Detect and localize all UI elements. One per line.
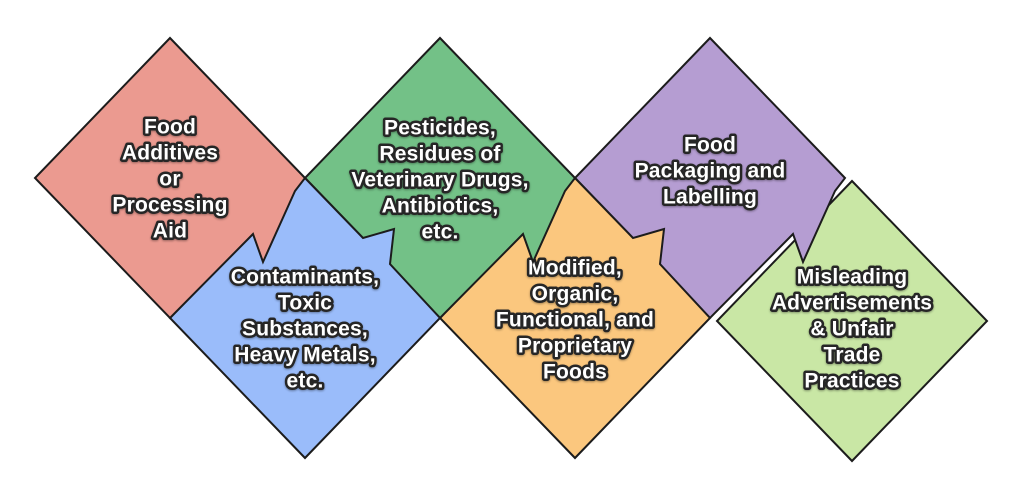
modified-foods-label-line: Proprietary (518, 335, 632, 358)
modified-foods-label-line: Functional, and (496, 309, 654, 332)
modified-foods-label-line: Organic, (532, 283, 619, 306)
contaminants-label-line: Heavy Metals, (234, 344, 376, 367)
pesticides-residues-label-line: Antibiotics, (382, 195, 499, 218)
contaminants-label-line: etc. (287, 370, 324, 393)
pesticides-residues-label-line: Veterinary Drugs, (351, 169, 528, 192)
food-additives-label-line: Food (144, 116, 196, 139)
misleading-ads-label-line: Trade (823, 344, 880, 367)
contaminants-label-line: Substances, (242, 318, 368, 341)
pesticides-residues-label-line: Residues of (379, 143, 501, 166)
modified-foods-label-line: Modified, (528, 257, 622, 280)
pesticides-residues-label: Pesticides, Residues of Veterinary Drugs, A… (351, 117, 528, 244)
misleading-ads-label-line: & Unfair (810, 318, 893, 341)
modified-foods-label-line: Foods (543, 361, 607, 384)
pesticides-residues-label-line: etc. (422, 221, 459, 244)
food-additives-shape (33, 36, 307, 320)
food-additives-label-line: or (159, 168, 180, 191)
misleading-ads-label-line: Practices (804, 370, 899, 393)
misleading-ads-label-line: Advertisements (772, 292, 932, 315)
contaminants-label-line: Toxic (278, 292, 332, 315)
food-additives-label-line: Additives (122, 142, 218, 165)
packaging-labelling-label-line: Packaging and (635, 160, 786, 183)
food-additives-label-line: Processing (112, 194, 227, 217)
misleading-ads-label-line: Misleading (797, 266, 908, 289)
misleading-ads-shape (715, 179, 989, 463)
contaminants-label-line: Contaminants, (231, 266, 379, 289)
food-additives-label-line: Aid (153, 220, 187, 243)
packaging-labelling-label-line: Labelling (663, 186, 757, 209)
packaging-labelling-label-line: Food (684, 134, 736, 157)
pesticides-residues-label-line: Pesticides, (384, 117, 496, 140)
